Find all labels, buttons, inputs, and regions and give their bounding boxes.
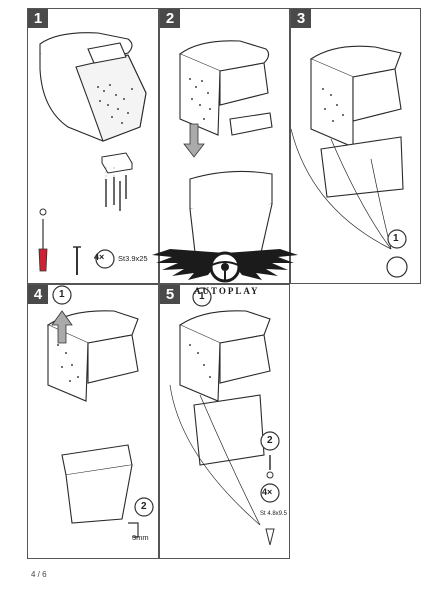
armrest-final-fix-drawing — [169, 287, 280, 546]
step-1-qty: 4× — [94, 252, 105, 262]
step-4-badge: 4 — [28, 285, 48, 304]
armrest-mount-drawing — [178, 40, 273, 262]
step-4-callout-1: 1 — [59, 289, 65, 300]
step-1-screw-size: St3.9x25 — [118, 254, 148, 263]
page-number: 4 / 6 — [31, 570, 47, 579]
step-1-panel: 1 — [27, 8, 159, 284]
winged-wheel-icon — [152, 249, 298, 283]
armrest-install-drawing — [291, 45, 408, 278]
step-5-badge: 5 — [160, 285, 180, 304]
step-5-panel: 5 1 2 4× St 4.8x9.5 — [159, 284, 290, 559]
autoplay-logo: AUTOPLAY — [150, 243, 300, 303]
step-3-badge: 3 — [291, 9, 311, 28]
step-5-callout-2: 2 — [267, 435, 273, 446]
armrest-exploded-drawing — [38, 32, 147, 275]
step-4-hex-size: 3mm — [132, 533, 149, 542]
armrest-height-adjust-drawing — [46, 285, 154, 538]
autoplay-wordmark: AUTOPLAY — [194, 286, 260, 296]
step-3-callout: 1 — [393, 233, 399, 244]
step-3-panel: 3 1 — [290, 8, 421, 284]
step-5-callout-1: 1 — [199, 291, 205, 302]
step-2-badge: 2 — [160, 9, 180, 28]
step-4-callout-2: 2 — [141, 501, 147, 512]
step-5-screw-size: St 4.8x9.5 — [260, 511, 288, 517]
step-1-badge: 1 — [28, 9, 48, 28]
step-2-panel: 2 — [159, 8, 290, 284]
step-4-panel: 4 1 2 3mm — [27, 284, 159, 559]
step-5-qty: 4× — [262, 487, 273, 497]
